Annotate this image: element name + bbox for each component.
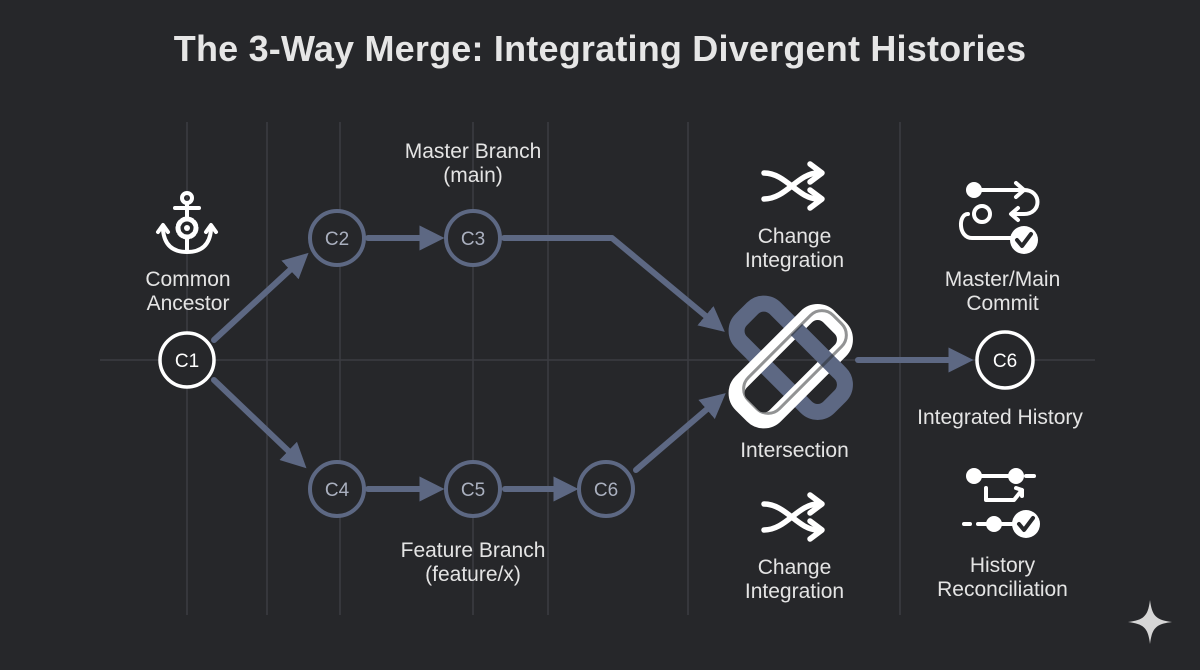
label-feature-branch: Feature Branch (feature/x) [400,539,546,586]
shuffle-icon-top [761,161,825,211]
arrow-c1-c4 [211,377,307,469]
arrow-c3-merge [501,235,725,332]
commit-node-c6-feature: C6 [577,460,635,518]
branch-arrows [211,225,974,502]
label-master-branch: Master Branch (main) [404,140,542,187]
arrow-c1-c2 [211,252,309,343]
commit-node-c3: C3 [444,209,502,267]
svg-text:C4: C4 [325,480,350,501]
svg-text:C5: C5 [461,480,485,501]
svg-text:C6: C6 [594,480,618,501]
background-grid [100,122,1095,615]
label-history-reconciliation: History Reconciliation [937,554,1068,601]
svg-text:C1: C1 [175,351,199,372]
arrow-c6-merge [633,393,726,473]
commit-node-c1: C1 [158,331,216,389]
label-change-integration-top: Change Integration [744,225,845,272]
interlocked-links-icon [728,295,853,429]
label-intersection: Intersection [740,439,849,462]
svg-text:C2: C2 [325,229,349,250]
label-common-ancestor: Common Ancestor [145,268,231,315]
page-title: The 3-Way Merge: Integrating Divergent H… [173,28,1027,69]
commit-node-c2: C2 [308,209,366,267]
anchor-gear-icon [156,191,218,255]
commit-node-c4: C4 [308,460,366,518]
svg-text:C3: C3 [461,229,485,250]
reconcile-flow-check-icon [962,468,1040,538]
label-master-main-commit: Master/Main Commit [944,268,1061,315]
label-integrated-history: Integrated History [917,406,1083,429]
svg-text:C6: C6 [993,351,1017,372]
label-change-integration-bottom: Change Integration [744,556,845,603]
commit-node-c5: C5 [444,460,502,518]
shuffle-icon-bottom [761,492,825,542]
sparkle-icon [1128,600,1172,644]
commit-flow-check-icon [959,181,1040,254]
commit-node-c6-merged: C6 [975,330,1035,390]
